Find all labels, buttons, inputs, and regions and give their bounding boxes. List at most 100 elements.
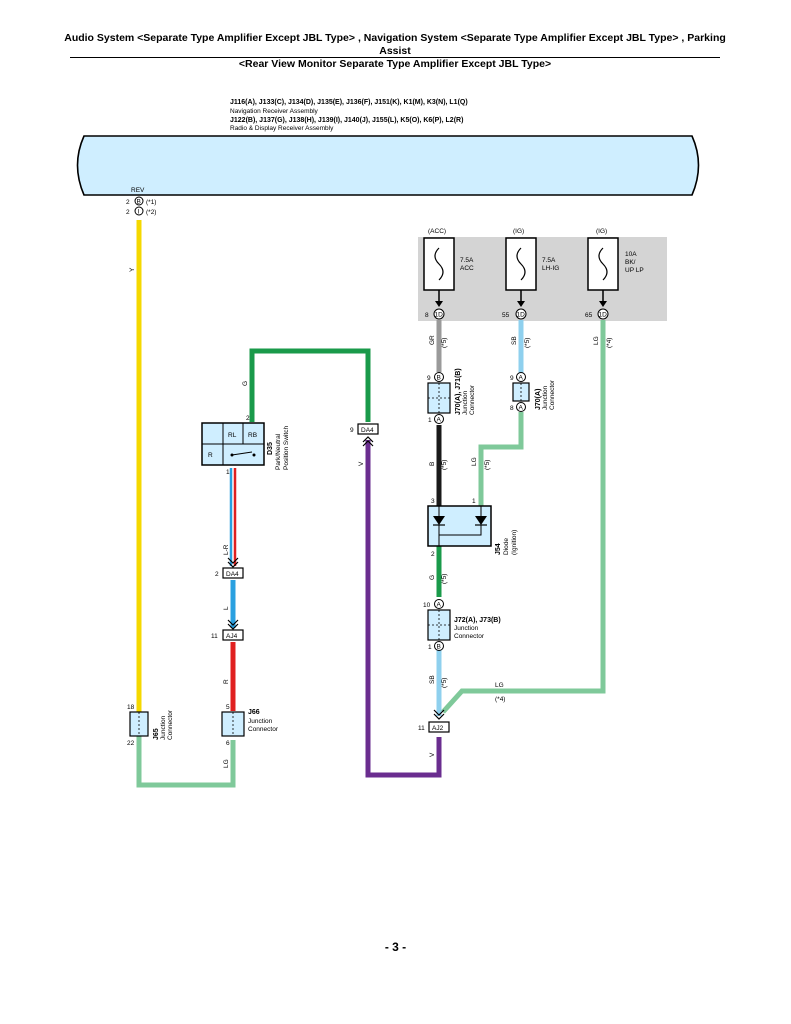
aj4-pin: 11 bbox=[211, 633, 218, 640]
label-wire-lg-mid: LG bbox=[471, 457, 478, 466]
fuse-acc-pin bbox=[433, 308, 445, 320]
j54-diode-right bbox=[475, 516, 487, 525]
j66-code: J66 bbox=[248, 709, 260, 716]
fuse-bk-up-lp-arrow bbox=[599, 301, 607, 307]
d35-pin-top: 2 bbox=[246, 415, 250, 422]
note-lg-horiz: (*4) bbox=[495, 696, 505, 703]
aj4-chevron bbox=[227, 619, 239, 630]
da4-right-body bbox=[357, 423, 379, 435]
receiver-name-1: Navigation Receiver Assembly bbox=[230, 108, 319, 115]
header-rule bbox=[70, 57, 720, 58]
fuse-bk-up-lp: (IG) 10A BK/ UP LP 1D 65 bbox=[585, 228, 644, 320]
fuse-acc-name: ACC bbox=[460, 265, 474, 272]
receiver-note-top: (*1) bbox=[146, 199, 156, 206]
fuse-bk-up-lp-name-2: UP LP bbox=[625, 267, 644, 274]
label-wire-y: Y bbox=[129, 267, 136, 272]
label-wire-sb-top: SB bbox=[511, 336, 518, 345]
fuse-lh-ig-pin-number: 55 bbox=[502, 312, 510, 319]
note-sb-bottom: (*5) bbox=[441, 678, 448, 688]
j70-pin-bottom-letter: A bbox=[437, 417, 442, 424]
j70a-pin-top-number: 9 bbox=[510, 375, 514, 382]
receiver-pin-top bbox=[134, 196, 144, 206]
label-wire-v-bottom: V bbox=[429, 752, 436, 757]
label-wire-l-r: L-R bbox=[223, 544, 230, 555]
j70a-name-2: Connector bbox=[549, 379, 556, 410]
connector-aj2: AJ2 11 bbox=[418, 709, 450, 733]
note-sb-top: (*5) bbox=[524, 338, 531, 348]
note-lg-mid: (*5) bbox=[484, 460, 491, 470]
fuse-acc-symbol bbox=[434, 247, 444, 281]
receiver-codes-2: J122(B), J137(G), J138(H), J139(I), J140… bbox=[230, 117, 463, 124]
connector-da4-left: DA4 2 bbox=[215, 557, 244, 579]
j70a-pin-top bbox=[516, 372, 526, 382]
j66-name-2: Connector bbox=[248, 726, 279, 733]
label-wire-g-diode: G bbox=[429, 575, 436, 580]
wire-g bbox=[249, 348, 371, 422]
j70-j71-junction: B 9 A 1 J70(A), J71(B) Junction Connecto… bbox=[427, 368, 476, 424]
j70a-pin-bottom-number: 8 bbox=[510, 405, 514, 412]
fuse-lh-ig-name: LH-IG bbox=[542, 265, 559, 272]
da4-left-body bbox=[222, 567, 244, 579]
j70-name-1: Junction bbox=[462, 390, 469, 415]
fuse-lh-ig: (IG) 7.5A LH-IG 1D 55 bbox=[502, 228, 559, 320]
receiver-assembly-panel bbox=[76, 135, 700, 196]
d35-name-1: Park/Neutral bbox=[275, 433, 282, 470]
j70a-code: J70(A) bbox=[535, 389, 542, 410]
j54-name-2: (Ignition) bbox=[511, 530, 518, 555]
note-lg-right: (*4) bbox=[606, 338, 613, 348]
j65-code: J65 bbox=[153, 728, 160, 740]
fuse-box bbox=[418, 237, 667, 321]
fuse-bk-up-lp-pin-number: 65 bbox=[585, 312, 593, 319]
j70a-pin-top-letter: A bbox=[519, 375, 524, 382]
j54-name-1: Diode bbox=[503, 538, 510, 555]
page-number: - 3 - bbox=[384, 940, 407, 954]
wire-lg-bottom bbox=[136, 736, 236, 788]
label-wire-l: L bbox=[223, 606, 230, 610]
j54-pin-1: 1 bbox=[472, 498, 476, 505]
j72-pin-bottom-letter: B bbox=[437, 644, 441, 651]
d35-cell-r: R bbox=[208, 452, 213, 459]
connector-da4-right: DA4 9 bbox=[350, 423, 379, 447]
aj4-body bbox=[222, 629, 244, 641]
j65-junction: 18 22 J65 Junction Connector bbox=[127, 704, 174, 747]
j70-code: J70(A), J71(B) bbox=[455, 368, 462, 415]
fuse-acc-arrow bbox=[435, 301, 443, 307]
j70-pin-top-number: 9 bbox=[427, 375, 431, 382]
d35-name-2: Position Switch bbox=[283, 426, 290, 470]
label-wire-g: G bbox=[242, 381, 249, 386]
fuse-bk-up-lp-rating: 10A bbox=[625, 251, 637, 258]
j54-pin-2: 2 bbox=[431, 551, 435, 558]
j70-pin-top bbox=[434, 372, 444, 382]
note-g-diode: (*5) bbox=[441, 574, 448, 584]
d35-pin-bottom: 1 bbox=[226, 469, 230, 476]
label-wire-lg-right: LG bbox=[593, 336, 600, 345]
j66-pin-top: 5 bbox=[226, 704, 230, 711]
receiver-pin-top-letter: B bbox=[137, 199, 141, 206]
j65-name-2: Connector bbox=[167, 709, 174, 740]
j66-name-1: Junction bbox=[248, 718, 273, 725]
fuse-lh-ig-supply: (IG) bbox=[513, 228, 524, 235]
receiver-pin-top-number: 2 bbox=[126, 199, 130, 206]
fuse-acc-supply: (ACC) bbox=[428, 228, 446, 235]
diagram-header: Audio System <Separate Type Amplifier Ex… bbox=[50, 32, 740, 71]
d35-cell-rl: RL bbox=[228, 432, 237, 439]
fuse-bk-up-lp-name: BK/ bbox=[625, 259, 636, 266]
fuse-lh-ig-arrow bbox=[517, 301, 525, 307]
j65-name-1: Junction bbox=[160, 715, 167, 740]
header-line-2: <Rear View Monitor Separate Type Amplifi… bbox=[238, 58, 552, 70]
da4-right-chevron bbox=[362, 436, 374, 447]
label-wire-gr: GR bbox=[429, 335, 436, 345]
d35-cell-rb: RB bbox=[248, 432, 257, 439]
fuse-bk-up-lp-conn: 1D bbox=[599, 312, 608, 319]
wire-lg-right bbox=[441, 320, 606, 714]
label-wire-lg-horiz: LG bbox=[495, 682, 504, 689]
receiver-pin-bottom-letter: I bbox=[138, 209, 140, 216]
d35-switch-blade bbox=[231, 451, 253, 456]
fuse-acc: (ACC) 7.5A ACC 1D 8 bbox=[423, 228, 474, 320]
label-wire-sb-bottom: SB bbox=[429, 675, 436, 684]
label-wire-r: R bbox=[223, 679, 230, 684]
j54-diode-left bbox=[433, 516, 445, 525]
label-wire-b: B bbox=[429, 462, 436, 466]
wire-lg-mid bbox=[478, 412, 524, 506]
